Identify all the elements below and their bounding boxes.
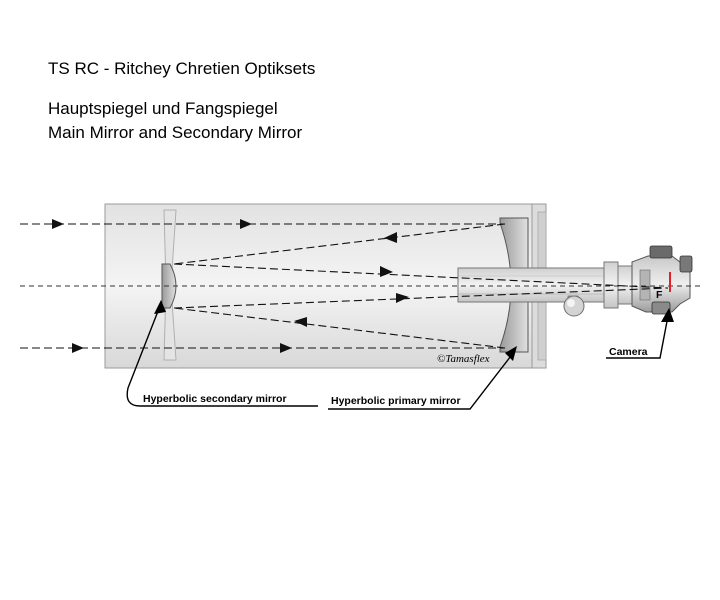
focus-knob bbox=[563, 295, 585, 317]
focuser-drawtube bbox=[457, 261, 635, 309]
light-rays bbox=[20, 223, 669, 349]
camera-label: Camera bbox=[609, 346, 648, 358]
camera-callout-line bbox=[606, 315, 669, 359]
arrow-right-icon bbox=[52, 219, 64, 229]
camera-callout-arrow-icon bbox=[661, 308, 674, 322]
ray-arrows bbox=[52, 219, 409, 353]
copyright-text: ©Tamasflex bbox=[437, 353, 490, 365]
secondary-callout-arrow-icon bbox=[154, 300, 166, 314]
secondary-callout-line bbox=[126, 305, 318, 407]
primary-callout-line bbox=[328, 351, 515, 410]
camera-body bbox=[631, 245, 693, 315]
diagram-title: TS RC - Ritchey Chretien Optiksets bbox=[48, 59, 316, 78]
secondary-mirror-label: Hyperbolic secondary mirror bbox=[143, 393, 287, 405]
primary-callout-arrow-icon bbox=[505, 346, 517, 361]
arrow-left-icon bbox=[294, 317, 307, 327]
primary-mirror-label: Hyperbolic primary mirror bbox=[331, 395, 461, 407]
arrow-right-icon bbox=[396, 293, 409, 303]
subtitle-english: Main Mirror and Secondary Mirror bbox=[48, 123, 303, 142]
focus-label: F bbox=[656, 289, 663, 301]
arrow-right-icon bbox=[380, 266, 393, 277]
arrow-right-icon bbox=[72, 343, 84, 353]
arrow-right-icon bbox=[240, 219, 252, 229]
arrow-right-icon bbox=[280, 343, 292, 353]
arrow-left-icon bbox=[384, 232, 397, 243]
subtitle-german: Hauptspiegel und Fangspiegel bbox=[48, 99, 278, 118]
